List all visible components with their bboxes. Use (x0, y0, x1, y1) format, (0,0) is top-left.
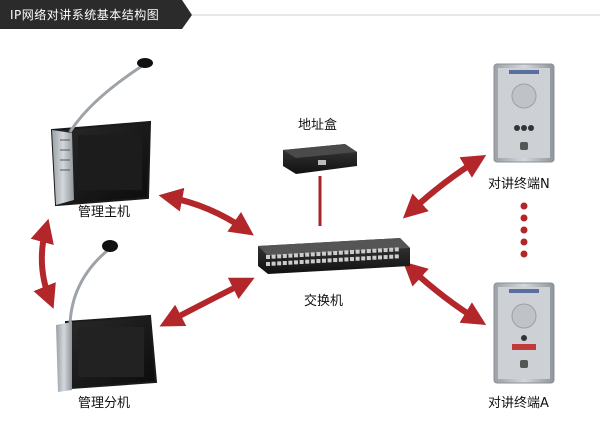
switch-port (266, 255, 270, 259)
switch-port (277, 254, 282, 259)
switch-port (372, 248, 377, 253)
arrow-sub-switch (159, 277, 255, 327)
switch-port (322, 251, 326, 256)
master-label: 管理主机 (78, 205, 131, 220)
intercom-terminal-icon (493, 282, 555, 384)
switch-port (350, 250, 354, 255)
switch-port (366, 256, 371, 261)
switch-port (355, 256, 360, 261)
switch-port (366, 249, 371, 254)
switch-port (277, 261, 282, 266)
address-box-label: 地址盒 (298, 118, 338, 133)
switch-port (310, 252, 315, 257)
switch-port (294, 253, 298, 258)
switch-port (344, 250, 349, 255)
terminal-a-label: 对讲终端A (488, 396, 549, 411)
switch-port (271, 261, 276, 266)
switch-port (338, 250, 343, 255)
switch-port (316, 252, 321, 257)
switch-port (327, 251, 332, 256)
switch-port (389, 247, 394, 252)
intercom-terminal-icon (493, 63, 555, 163)
switch-port (355, 249, 360, 254)
switch-port (305, 252, 310, 257)
network-switch-icon (258, 238, 410, 274)
switch-port (394, 254, 399, 259)
switch-port (310, 259, 315, 264)
switch-port (266, 262, 270, 266)
switch-port (383, 248, 388, 253)
switch-port (389, 254, 394, 259)
switch-port (378, 248, 382, 253)
switch-port (344, 257, 349, 262)
switch-port (282, 254, 287, 259)
arrow-master-switch (158, 187, 254, 236)
switch-port (288, 253, 293, 258)
switch-port (333, 251, 338, 256)
switch-port (378, 255, 382, 260)
switch-port (361, 256, 366, 261)
switch-port (383, 255, 388, 260)
switch-port (294, 260, 298, 265)
page-title: IP网络对讲系统基本结构图 (10, 8, 160, 22)
switch-label: 交换机 (304, 294, 344, 309)
master-console-icon (50, 58, 153, 207)
terminal-n-label: 对讲终端N (488, 177, 550, 192)
arrow-switch-terminal-n (402, 155, 487, 219)
switch-port (299, 253, 304, 258)
switch-port (333, 258, 338, 263)
header-tab (0, 0, 600, 29)
switch-port (288, 260, 293, 265)
sub-console-icon (56, 240, 158, 392)
switch-port (394, 247, 399, 252)
switch-port (327, 258, 332, 263)
switch-port (305, 259, 310, 264)
address-box-icon (283, 144, 357, 174)
switch-port (338, 257, 343, 262)
switch-port (299, 260, 304, 265)
arrow-master-sub (30, 218, 56, 309)
switch-port (350, 257, 354, 262)
switch-port (361, 249, 366, 254)
switch-port (322, 258, 326, 263)
arrow-switch-terminal-a (402, 261, 487, 325)
title-tab: IP网络对讲系统基本结构图 (0, 0, 192, 29)
switch-port (372, 255, 377, 260)
switch-port (271, 254, 276, 259)
switch-port (282, 261, 287, 266)
terminal-ellipsis (520, 202, 528, 258)
switch-port (316, 259, 321, 264)
sub-label: 管理分机 (78, 396, 131, 411)
